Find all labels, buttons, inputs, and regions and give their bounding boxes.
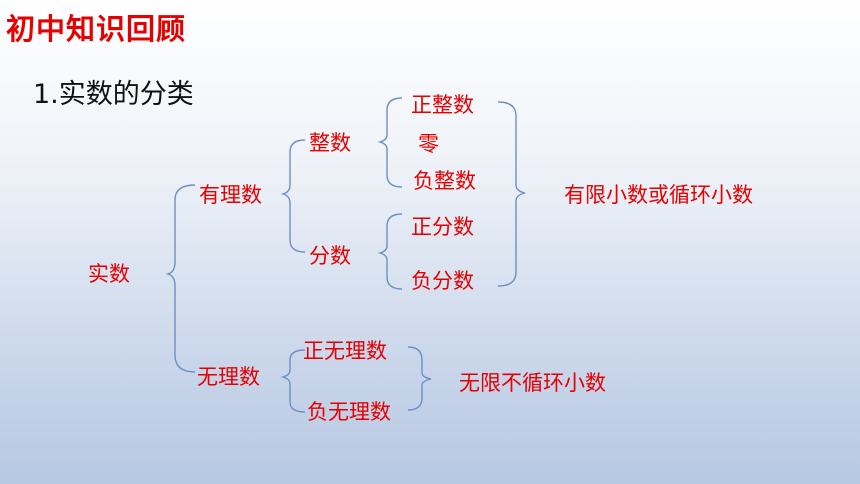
section-heading: 1.实数的分类 [33, 79, 194, 110]
node-negative-fractions: 负分数 [411, 269, 474, 293]
node-fractions: 分数 [309, 244, 351, 268]
node-irrational-numbers: 无理数 [197, 365, 260, 389]
node-rational-numbers: 有理数 [199, 183, 262, 207]
node-real-numbers: 实数 [88, 262, 130, 286]
node-positive-irrational: 正无理数 [303, 339, 387, 363]
note-terminating-or-repeating: 有限小数或循环小数 [564, 183, 753, 207]
note-non-repeating-infinite: 无限不循环小数 [459, 371, 606, 395]
node-negative-integers: 负整数 [413, 169, 476, 193]
irrational-note-brace [407, 346, 432, 411]
node-integers: 整数 [309, 131, 351, 155]
node-zero: 零 [418, 132, 439, 156]
node-negative-irrational: 负无理数 [307, 400, 391, 424]
integer-brace [377, 97, 403, 188]
node-positive-fractions: 正分数 [411, 215, 474, 239]
node-positive-integers: 正整数 [411, 93, 474, 117]
page-title: 初中知识回顾 [6, 12, 187, 46]
fraction-brace [377, 213, 403, 290]
irrational-brace [280, 349, 306, 413]
rational-brace [280, 139, 306, 253]
rational-note-brace [497, 101, 526, 287]
root-brace [165, 184, 196, 373]
